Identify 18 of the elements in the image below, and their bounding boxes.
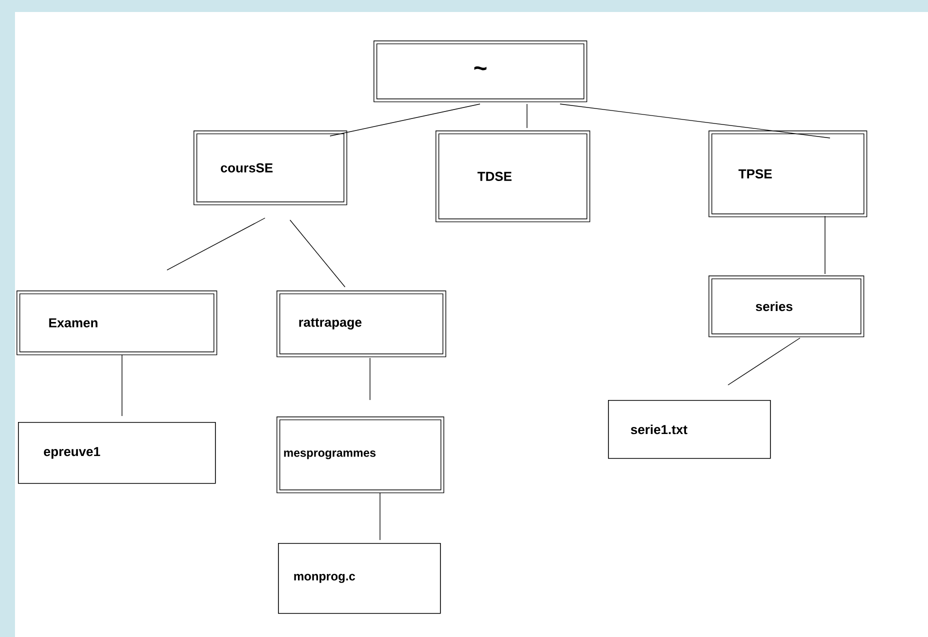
folder-box: mesprogrammes: [276, 416, 444, 494]
folder-box: TPSE: [708, 130, 868, 218]
folder-box: rattrapage: [276, 290, 446, 358]
folder-box: series: [708, 276, 864, 338]
connector-line: [560, 104, 830, 138]
root-box: ~: [374, 40, 588, 102]
file-box: epreuve1: [18, 422, 216, 484]
connector-line: [824, 216, 826, 274]
connector-line: [290, 220, 346, 288]
folder-box: TDSE: [436, 130, 590, 222]
connector-line: [526, 104, 528, 128]
connector-line: [728, 338, 800, 386]
folder-box: coursSE: [194, 130, 348, 206]
folder-box: Examen: [16, 290, 218, 356]
connector-line: [166, 218, 266, 270]
connector-line: [330, 104, 480, 136]
file-box: monprog.c: [278, 543, 441, 614]
file-box: serie1.txt: [608, 400, 771, 459]
